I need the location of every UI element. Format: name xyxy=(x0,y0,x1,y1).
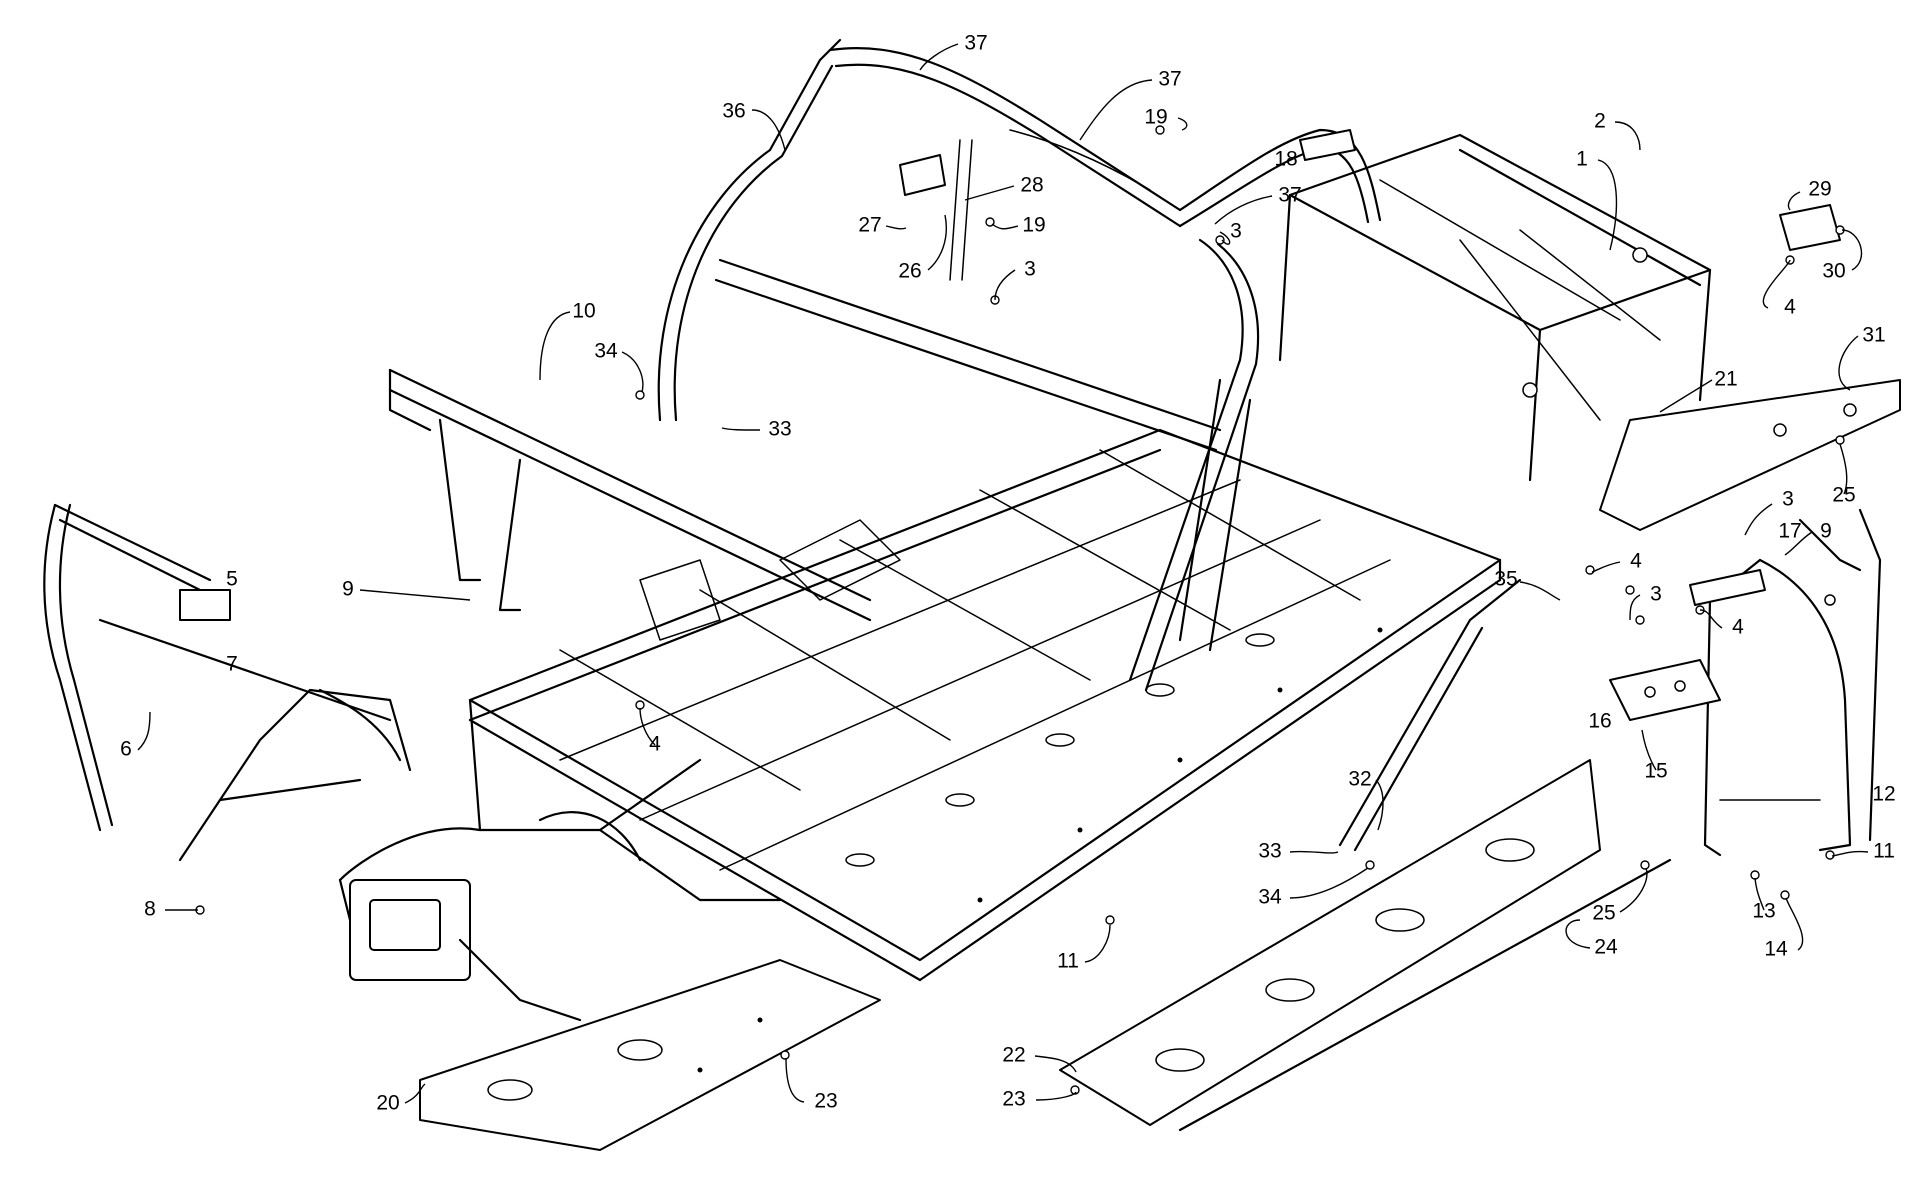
callout-18: 18 xyxy=(1274,148,1297,171)
callout-2: 2 xyxy=(1594,110,1606,133)
callout-5: 5 xyxy=(226,568,238,591)
callout-28: 28 xyxy=(1020,174,1043,197)
callout-31: 31 xyxy=(1862,324,1885,347)
callout-3-bracket16: 3 xyxy=(1650,583,1662,606)
callout-35: 35 xyxy=(1494,568,1517,591)
callout-17: 17 xyxy=(1778,520,1801,543)
callout-3-brace: 3 xyxy=(1024,258,1036,281)
callout-4-strut: 4 xyxy=(1630,550,1642,573)
roll-cage xyxy=(657,38,1382,692)
main-floor-frame xyxy=(468,428,1502,982)
callout-4-bracket29: 4 xyxy=(1784,296,1796,319)
callout-8: 8 xyxy=(144,898,156,921)
callout-32: 32 xyxy=(1348,768,1371,791)
callout-37-roof: 37 xyxy=(1158,68,1181,91)
callout-25-plate: 25 xyxy=(1832,484,1855,507)
callout-3-bracket17: 3 xyxy=(1782,488,1794,511)
callout-24: 24 xyxy=(1594,936,1618,959)
skid-plates xyxy=(419,379,1901,1151)
callout-15: 15 xyxy=(1644,760,1667,783)
callout-30: 30 xyxy=(1822,260,1845,283)
callout-19-brace: 19 xyxy=(1022,214,1045,237)
callout-23-rear: 23 xyxy=(1002,1088,1025,1111)
callout-11-panel: 11 xyxy=(1873,840,1895,863)
callout-22: 22 xyxy=(1002,1044,1025,1067)
callout-4-floor: 4 xyxy=(649,733,661,756)
rear-skid-plate xyxy=(1059,759,1601,1126)
callout-21: 21 xyxy=(1714,368,1737,391)
callout-33-cage: 33 xyxy=(768,418,791,441)
callout-16: 16 xyxy=(1588,710,1611,733)
callout-25-rod: 25 xyxy=(1592,902,1615,925)
callout-9-rear: 9 xyxy=(1820,520,1832,543)
callout-23-front: 23 xyxy=(814,1090,837,1113)
callout-labels: 1 2 3 3 3 3 4 4 4 4 5 6 7 8 9 9 10 11 xyxy=(120,32,1896,1115)
callout-37-rear: 37 xyxy=(1278,184,1301,207)
callout-3-cage: 3 xyxy=(1230,220,1242,243)
fasteners xyxy=(195,125,1845,1095)
callout-33-strut: 33 xyxy=(1258,840,1281,863)
callout-26: 26 xyxy=(898,260,921,283)
callout-11-floor: 11 xyxy=(1057,950,1079,973)
callout-34-strut: 34 xyxy=(1258,886,1282,909)
callout-27: 27 xyxy=(858,214,881,237)
edge-rod xyxy=(1178,858,1672,1132)
callout-6: 6 xyxy=(120,738,132,761)
callout-36: 36 xyxy=(722,100,745,123)
rear-floor-plate xyxy=(1599,379,1901,531)
front-bumper-assembly xyxy=(43,503,412,862)
callout-14: 14 xyxy=(1764,938,1788,961)
callout-29: 29 xyxy=(1808,178,1831,201)
callout-13: 13 xyxy=(1752,900,1775,923)
callout-10: 10 xyxy=(572,300,595,323)
callout-9-front: 9 xyxy=(342,578,354,601)
callout-19-upper: 19 xyxy=(1144,106,1167,129)
side-guard-panel xyxy=(1703,508,1882,857)
callout-12: 12 xyxy=(1872,783,1895,806)
callout-4-bracket16: 4 xyxy=(1732,616,1744,639)
callout-1: 1 xyxy=(1576,148,1588,171)
rear-bed-frame xyxy=(1278,133,1712,482)
callout-34-cage: 34 xyxy=(594,340,618,363)
front-frame-section xyxy=(338,368,901,1022)
brackets xyxy=(899,129,1841,852)
callout-20: 20 xyxy=(376,1092,399,1115)
callout-37-front: 37 xyxy=(964,32,987,55)
callout-7: 7 xyxy=(226,653,238,676)
